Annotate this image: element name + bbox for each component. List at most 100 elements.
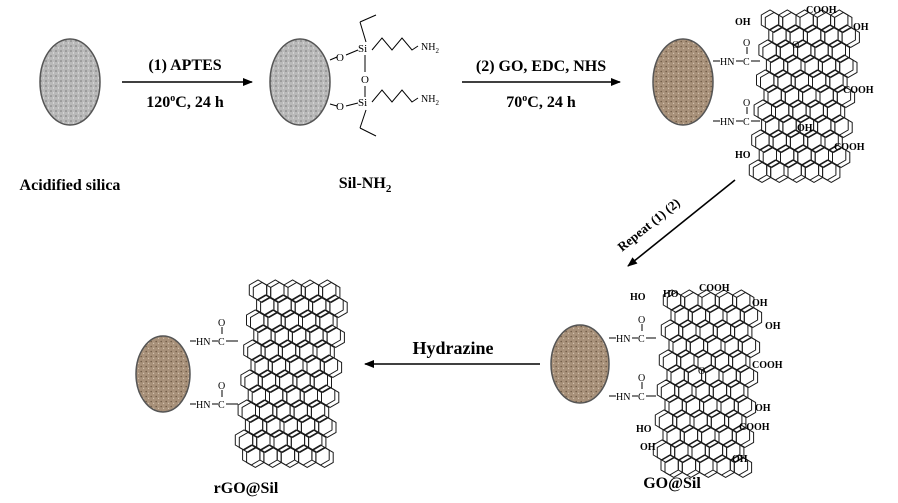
svg-text:O: O [218,381,225,392]
svg-text:OH: OH [853,22,869,33]
graphene-ring [322,281,341,303]
graphene-ring [766,159,785,181]
graphene-ring [280,446,300,468]
graphene-ring [760,9,780,31]
svg-text:Si: Si [358,97,367,109]
svg-text:COOH: COOH [699,283,730,294]
graphene-ring [822,99,842,121]
svg-text:HN: HN [616,334,630,345]
graphene-ring [737,334,757,356]
graphene-ring [316,341,335,363]
svg-text:Si: Si [358,43,367,55]
graphene-ring [315,309,334,331]
step1-condition-label: 120oC, 24 h [146,93,224,111]
graphene-ring [248,279,268,301]
graphene-ring [839,56,858,78]
svg-text:HO: HO [735,150,751,161]
graphene-ring [830,114,849,136]
svg-text:O: O [743,38,750,49]
svg-text:HN: HN [616,392,630,403]
graphene-ring [827,39,846,61]
graphene-ring [764,11,784,33]
svg-text:C: C [638,334,645,345]
graphene-ring [313,371,332,393]
graphene-ring [319,311,338,333]
graphene-ring [757,101,776,123]
graphene-ring [824,131,843,153]
graphene-ring [770,161,789,183]
graphene-ring [315,446,334,468]
graphene-ring [298,446,317,468]
svg-text:HN: HN [196,337,210,348]
intermediate-amide-links: HN C O HN C O [713,38,760,128]
graphene-ring [662,351,682,373]
hydrazine-label: Hydrazine [413,338,494,358]
go-top-functional-groups: COOH OH OH O COOH OH HO COOH [735,5,874,161]
graphene-ring [323,356,343,378]
graphene-ring [835,54,854,76]
graphene-ring [755,131,774,153]
svg-text:COOH: COOH [739,422,770,433]
graphene-ring [250,311,269,333]
svg-text:COOH: COOH [806,5,837,16]
graphene-ring [699,456,718,478]
graphene-ring [656,379,676,401]
svg-text:COOH: COOH [834,142,865,153]
svg-text:O: O [336,101,344,113]
graphene-ring [252,281,272,303]
graphene-ring [712,454,731,476]
graphene-ring [247,341,266,363]
graphene-ring [246,309,265,331]
graphene-ring [841,26,860,48]
svg-text:HO: HO [636,424,652,435]
svg-text:HN: HN [720,117,734,128]
graphene-ring [832,84,852,106]
graphene-ring [739,304,759,326]
graphene-ring [329,296,348,318]
svg-text:OH: OH [735,17,751,28]
svg-text:O: O [218,318,225,329]
graphene-ring [762,41,781,63]
go-sil-amide-links: HN C O HN C O [609,315,656,403]
graphene-ring [660,319,680,341]
step1-reagent-label: (1) APTES [148,57,221,74]
graphene-ring [276,444,296,466]
go-sil-label: GO@Sil [643,475,701,492]
graphene-ring [304,429,323,451]
svg-text:OH: OH [752,298,768,309]
graphene-ring [752,161,772,183]
svg-text:OH: OH [732,454,748,465]
graphene-ring [660,381,680,403]
svg-text:OH: OH [640,442,656,453]
svg-text:HO: HO [663,289,679,300]
graphene-ring [321,386,340,408]
svg-text:O: O [638,373,645,384]
svg-text:C: C [743,57,750,68]
graphene-ring [733,456,753,478]
graphene-ring [322,324,341,346]
graphene-ring [246,446,265,468]
graphene-ring [325,294,344,316]
svg-text:OH: OH [755,403,771,414]
graphene-ring [317,384,336,406]
graphene-ring [756,69,775,91]
graphene-ring [837,24,856,46]
graphene-ring [652,439,672,461]
graphene-ring [314,414,333,436]
graphene-ring [753,99,772,121]
graphene-ring [310,401,330,423]
svg-text:HN: HN [720,57,734,68]
sil-nh2-sphere [269,38,331,126]
graphene-ring [695,454,714,476]
svg-text:O: O [698,366,705,377]
graphene-ring [664,321,684,343]
graphene-oxide-sheet-bottom [652,289,763,478]
graphene-ring [308,431,327,453]
graphene-ring [822,161,841,183]
svg-text:O: O [792,40,799,51]
graphene-ring [234,429,254,451]
graphene-ring [729,454,749,476]
graphene-ring [318,279,337,301]
step2-reagent-label: (2) GO, EDC, NHS [476,58,606,75]
acidified-silica-sphere [39,38,101,126]
